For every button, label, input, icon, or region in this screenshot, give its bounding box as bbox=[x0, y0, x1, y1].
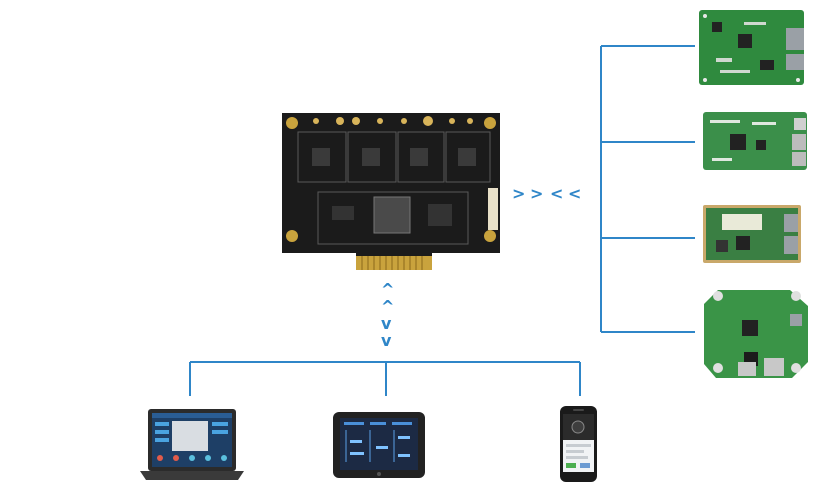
arrow-up-2: ^ bbox=[381, 297, 395, 316]
tablet-icon bbox=[333, 412, 425, 478]
arrow-right-2: > bbox=[530, 184, 544, 203]
arrow-down-2: v bbox=[381, 331, 392, 350]
carrier-board-4-icon bbox=[704, 290, 808, 378]
arrow-left-1: < bbox=[550, 184, 564, 203]
carrier-board-1-icon bbox=[699, 10, 804, 85]
bottom-connector-bus bbox=[189, 361, 581, 396]
carrier-board-3-icon bbox=[703, 205, 801, 263]
arrow-up-1: ^ bbox=[381, 280, 395, 299]
laptop-icon bbox=[140, 409, 244, 480]
arrow-down-1: v bbox=[381, 314, 392, 333]
right-connector-bus bbox=[600, 45, 695, 333]
pcb-module-icon bbox=[282, 113, 500, 270]
arrow-right-1: > bbox=[512, 184, 526, 203]
arrow-left-2: < bbox=[568, 184, 582, 203]
smartphone-icon bbox=[560, 406, 597, 482]
carrier-board-2-icon bbox=[703, 112, 807, 170]
